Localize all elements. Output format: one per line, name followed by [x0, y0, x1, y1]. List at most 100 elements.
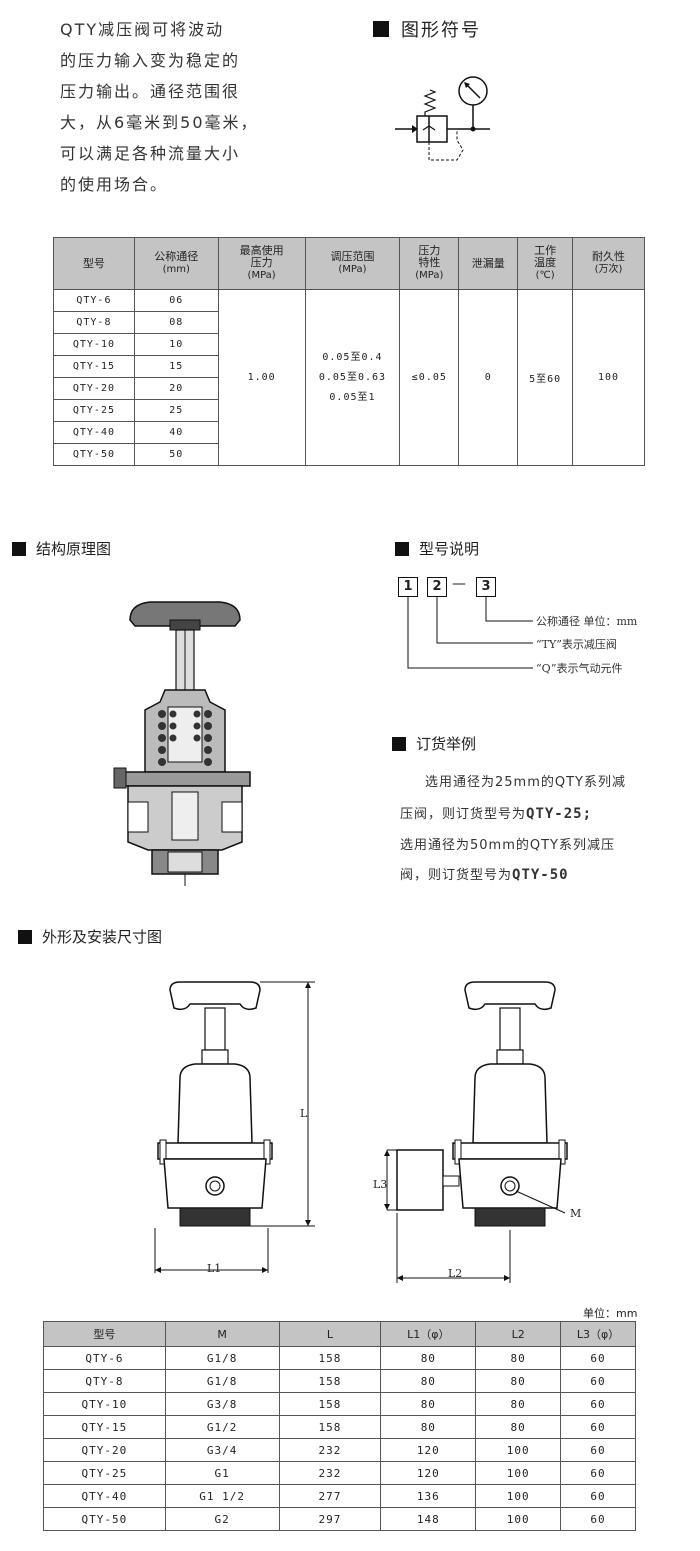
table-cell: 148: [380, 1507, 477, 1531]
section-title-text: 外形及安装尺寸图: [42, 928, 163, 946]
cell-bore: 10: [133, 333, 219, 356]
table-cell: 277: [278, 1484, 382, 1508]
cell-bore: 20: [133, 377, 219, 400]
cell-model: QTY-6: [53, 289, 135, 312]
table-cell: 60: [560, 1346, 636, 1370]
section-title-dimensions: 外形及安装尺寸图: [18, 926, 162, 947]
table-cell: 60: [560, 1484, 636, 1508]
code-desc-2: “TY”表示减压阀: [536, 638, 617, 651]
square-bullet-icon: [18, 929, 32, 944]
pressure-regulator-symbol: [395, 76, 490, 161]
cell-bore: 25: [133, 399, 219, 422]
spec-table-header: 型号 公称通径(mm) 最高使用压力(MPa) 调压范围(MPa) 压力特性(M…: [53, 237, 645, 290]
table-cell: 60: [560, 1461, 636, 1485]
code-leader-lines: [407, 596, 533, 669]
table-cell: 158: [278, 1415, 382, 1439]
order-line: 选用通径为50mm的QTY系列减压: [400, 838, 615, 853]
section-title-order: 订货举例: [392, 733, 476, 754]
table-cell: 120: [380, 1438, 477, 1462]
table-cell: G1 1/2: [164, 1484, 280, 1508]
order-line: 选用通径为25mm的QTY系列减: [425, 775, 626, 790]
header-bore: 公称通径(mm): [133, 237, 219, 290]
table-cell: G1/8: [164, 1369, 280, 1393]
table-cell: G2: [164, 1507, 280, 1531]
table-cell: 136: [380, 1484, 477, 1508]
cell-durability: 100: [572, 289, 645, 466]
square-bullet-icon: [395, 541, 409, 556]
cell-model: QTY-20: [53, 377, 135, 400]
cell-bore: 06: [133, 289, 219, 312]
table-cell: QTY-25: [43, 1461, 166, 1485]
header-model: 型号: [53, 237, 135, 290]
table-cell: G1: [164, 1461, 280, 1485]
table-cell: 158: [278, 1369, 382, 1393]
table-cell: 80: [475, 1346, 562, 1370]
cell-model: QTY-8: [53, 311, 135, 334]
cell-temp: 5至60: [517, 289, 574, 466]
order-model-50: QTY-50: [512, 867, 569, 883]
cell-model: QTY-50: [53, 443, 135, 466]
table-cell: G3/4: [164, 1438, 280, 1462]
square-bullet-icon: [392, 736, 406, 751]
header-temp: 工作温度(℃): [517, 237, 574, 290]
table-cell: 60: [560, 1415, 636, 1439]
label-L3: L3: [373, 1178, 388, 1191]
table-cell: 232: [278, 1461, 382, 1485]
header-L3: L3（φ）: [560, 1321, 636, 1347]
cell-max-pressure: 1.00: [217, 289, 306, 466]
table-cell: 100: [475, 1484, 562, 1508]
label-L2: L2: [448, 1267, 463, 1280]
table-cell: QTY-40: [43, 1484, 166, 1508]
cell-model: QTY-40: [53, 421, 135, 444]
code-box-1: 1: [398, 577, 418, 597]
intro-line: 压力输出。通径范围很: [60, 82, 241, 101]
header-max-pressure: 最高使用压力(MPa): [217, 237, 306, 290]
table-cell: 60: [560, 1369, 636, 1393]
table-cell: 80: [475, 1415, 562, 1439]
cell-model: QTY-25: [53, 399, 135, 422]
table-cell: 60: [560, 1438, 636, 1462]
front-view-drawing: [154, 981, 315, 1273]
table-cell: QTY-10: [43, 1392, 166, 1416]
table-cell: 232: [278, 1438, 382, 1462]
code-dash: —: [452, 576, 466, 592]
table-cell: 60: [560, 1507, 636, 1531]
label-L1: L1: [207, 1262, 222, 1275]
table-cell: G1/2: [164, 1415, 280, 1439]
cell-bore: 08: [133, 311, 219, 334]
header-model: 型号: [43, 1321, 166, 1347]
cell-range: 0.05至0.4 0.05至0.63 0.05至1: [304, 289, 401, 466]
table-cell: 60: [560, 1392, 636, 1416]
header-M: M: [164, 1321, 280, 1347]
header-L1: L1（φ）: [380, 1321, 477, 1347]
section-title-text: 订货举例: [416, 735, 477, 753]
cell-model: QTY-15: [53, 355, 135, 378]
cell-leak: 0: [458, 289, 519, 466]
section-title-text: 型号说明: [419, 540, 480, 558]
table-cell: QTY-50: [43, 1507, 166, 1531]
table-cell: 297: [278, 1507, 382, 1531]
table-cell: 100: [475, 1438, 562, 1462]
square-bullet-icon: [373, 21, 389, 37]
table-cell: 80: [380, 1392, 477, 1416]
label-L: L: [300, 1107, 308, 1120]
square-bullet-icon: [12, 541, 26, 556]
table-cell: G3/8: [164, 1392, 280, 1416]
code-desc-1: “Q”表示气动元件: [536, 662, 623, 675]
table-cell: QTY-6: [43, 1346, 166, 1370]
section-title-model-desc: 型号说明: [395, 538, 479, 559]
header-range: 调压范围(MPa): [304, 237, 401, 290]
table-cell: 80: [475, 1392, 562, 1416]
section-title-text: 图形符号: [401, 20, 481, 41]
cell-pressure-char: ≤0.05: [399, 289, 460, 466]
section-title-structure: 结构原理图: [12, 538, 111, 559]
header-leak: 泄漏量: [458, 237, 519, 290]
